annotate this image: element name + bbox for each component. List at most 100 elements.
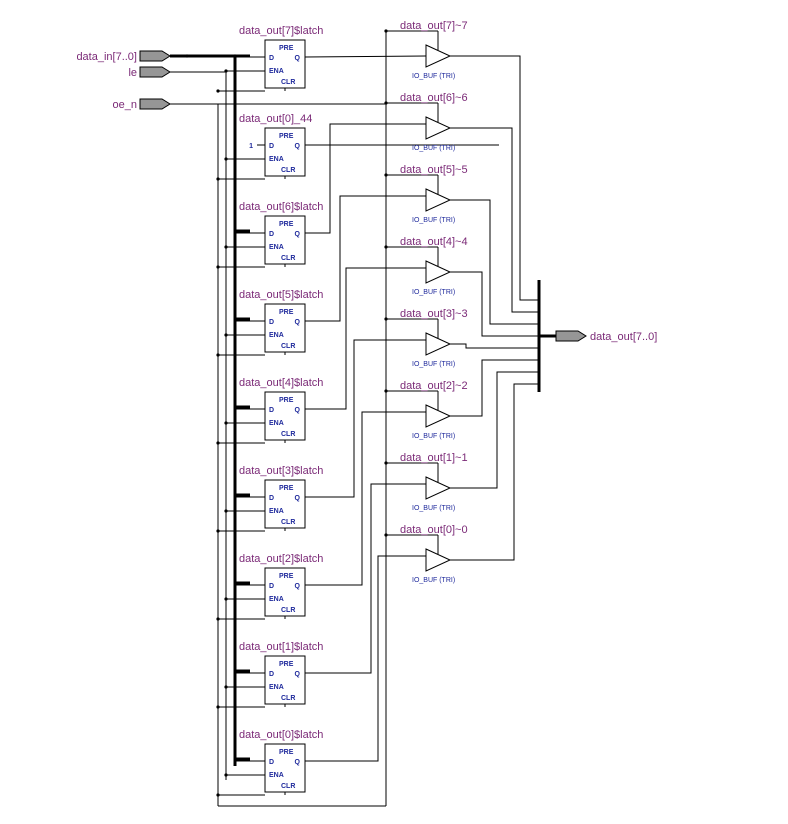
latch-port-clr: CLR: [281, 167, 295, 174]
buffer-type-0: IO_BUF (TRI): [412, 73, 455, 80]
latch-port-q: Q: [295, 495, 301, 502]
junction-dot: [216, 265, 220, 269]
buffer-2: [425, 188, 452, 212]
buffer-name-5: data_out[2]~2: [400, 380, 468, 392]
junction-dot: [216, 793, 220, 797]
buffer-name-1: data_out[6]~6: [400, 92, 468, 104]
buffer-out-3: [450, 271, 539, 337]
latch-port-ena: ENA: [269, 156, 284, 163]
latch-port-clr: CLR: [281, 79, 295, 86]
buffer-out-4: [450, 343, 539, 349]
junction-dot: [384, 461, 388, 465]
junction-dot: [384, 29, 388, 33]
junction-dot: [224, 597, 228, 601]
buffer-name-4: data_out[3]~3: [400, 308, 468, 320]
junction-dot: [216, 617, 220, 621]
latch-port-pre: PRE: [279, 661, 294, 668]
buffer-out-0: [450, 55, 539, 301]
latch-name-4: data_out[4]$latch: [239, 377, 323, 389]
junction-dot: [384, 101, 388, 105]
buffer-6: [425, 476, 452, 500]
latch-port-q: Q: [295, 55, 301, 62]
q-to-buffer-2: [305, 195, 426, 322]
buffer-out-6: [450, 371, 539, 489]
junction-dot: [216, 441, 220, 445]
latch-port-d: D: [269, 407, 274, 414]
latch-port-ena: ENA: [269, 684, 284, 691]
junction-dot: [224, 69, 228, 73]
buffer-type-5: IO_BUF (TRI): [412, 433, 455, 440]
junction-dot: [216, 529, 220, 533]
latch-port-d: D: [269, 671, 274, 678]
latch-port-clr: CLR: [281, 695, 295, 702]
latch-port-clr: CLR: [281, 255, 295, 262]
latch-port-q: Q: [295, 231, 301, 238]
latch-name-5: data_out[3]$latch: [239, 465, 323, 477]
tri-buffer: [425, 44, 452, 68]
buffer-name-0: data_out[7]~7: [400, 20, 468, 32]
buffer-type-7: IO_BUF (TRI): [412, 577, 455, 584]
tri-buffer: [425, 404, 452, 428]
latch-port-clr: CLR: [281, 783, 295, 790]
latch-port-q: Q: [295, 671, 301, 678]
q-to-buffer-1: [305, 123, 426, 234]
latch-body: [264, 215, 306, 265]
latch-7: PRE D Q ENA CLR: [264, 655, 306, 705]
le-pin: [139, 66, 171, 78]
latch-port-d: D: [269, 319, 274, 326]
junction-dot: [216, 353, 220, 357]
buffer-out-7: [450, 383, 539, 561]
latch-name-1: data_out[0]_44: [239, 113, 312, 125]
data-in-pin: [139, 50, 171, 62]
junction-dot: [216, 89, 220, 93]
latch-port-pre: PRE: [279, 45, 294, 52]
latch-port-ena: ENA: [269, 332, 284, 339]
latch-port-d: D: [269, 143, 274, 150]
buffer-name-6: data_out[1]~1: [400, 452, 468, 464]
junction-dot: [224, 157, 228, 161]
latch-port-clr: CLR: [281, 431, 295, 438]
junction-dot: [216, 705, 220, 709]
latch-name-7: data_out[1]$latch: [239, 641, 323, 653]
labels: data_in[7..0]leoe_ndata_out[7]$latchdata…: [76, 20, 657, 741]
buffer-7: [425, 548, 452, 572]
junction-dot: [224, 773, 228, 777]
tri-buffer: [425, 188, 452, 212]
tri-buffer: [425, 476, 452, 500]
latch-port-clr: CLR: [281, 607, 295, 614]
latch-port-d: D: [269, 495, 274, 502]
latch-port-ena: ENA: [269, 420, 284, 427]
junction-dot: [384, 533, 388, 537]
latch-port-q: Q: [295, 759, 301, 766]
constant-one-label: 1: [249, 143, 253, 150]
buffer-name-3: data_out[4]~4: [400, 236, 468, 248]
latch-port-clr: CLR: [281, 519, 295, 526]
data-out-pin: [555, 330, 587, 342]
q-to-buffer-0: [304, 55, 427, 58]
latch-port-ena: ENA: [269, 244, 284, 251]
buffer-type-6: IO_BUF (TRI): [412, 505, 455, 512]
latch-port-ena: ENA: [269, 68, 284, 75]
tri-buffer: [425, 116, 452, 140]
latch-body: [264, 127, 306, 177]
buffer-1: [425, 116, 452, 140]
latch-name-3: data_out[5]$latch: [239, 289, 323, 301]
latch-port-d: D: [269, 55, 274, 62]
latch-name-2: data_out[6]$latch: [239, 201, 323, 213]
latch-body: [264, 655, 306, 705]
junction-dot: [216, 177, 220, 181]
le-label: le: [128, 67, 137, 79]
oe-n-label: oe_n: [113, 99, 137, 111]
latch-body: [264, 479, 306, 529]
junction-dot: [384, 173, 388, 177]
latch-port-d: D: [269, 583, 274, 590]
latch-body: [264, 39, 306, 89]
